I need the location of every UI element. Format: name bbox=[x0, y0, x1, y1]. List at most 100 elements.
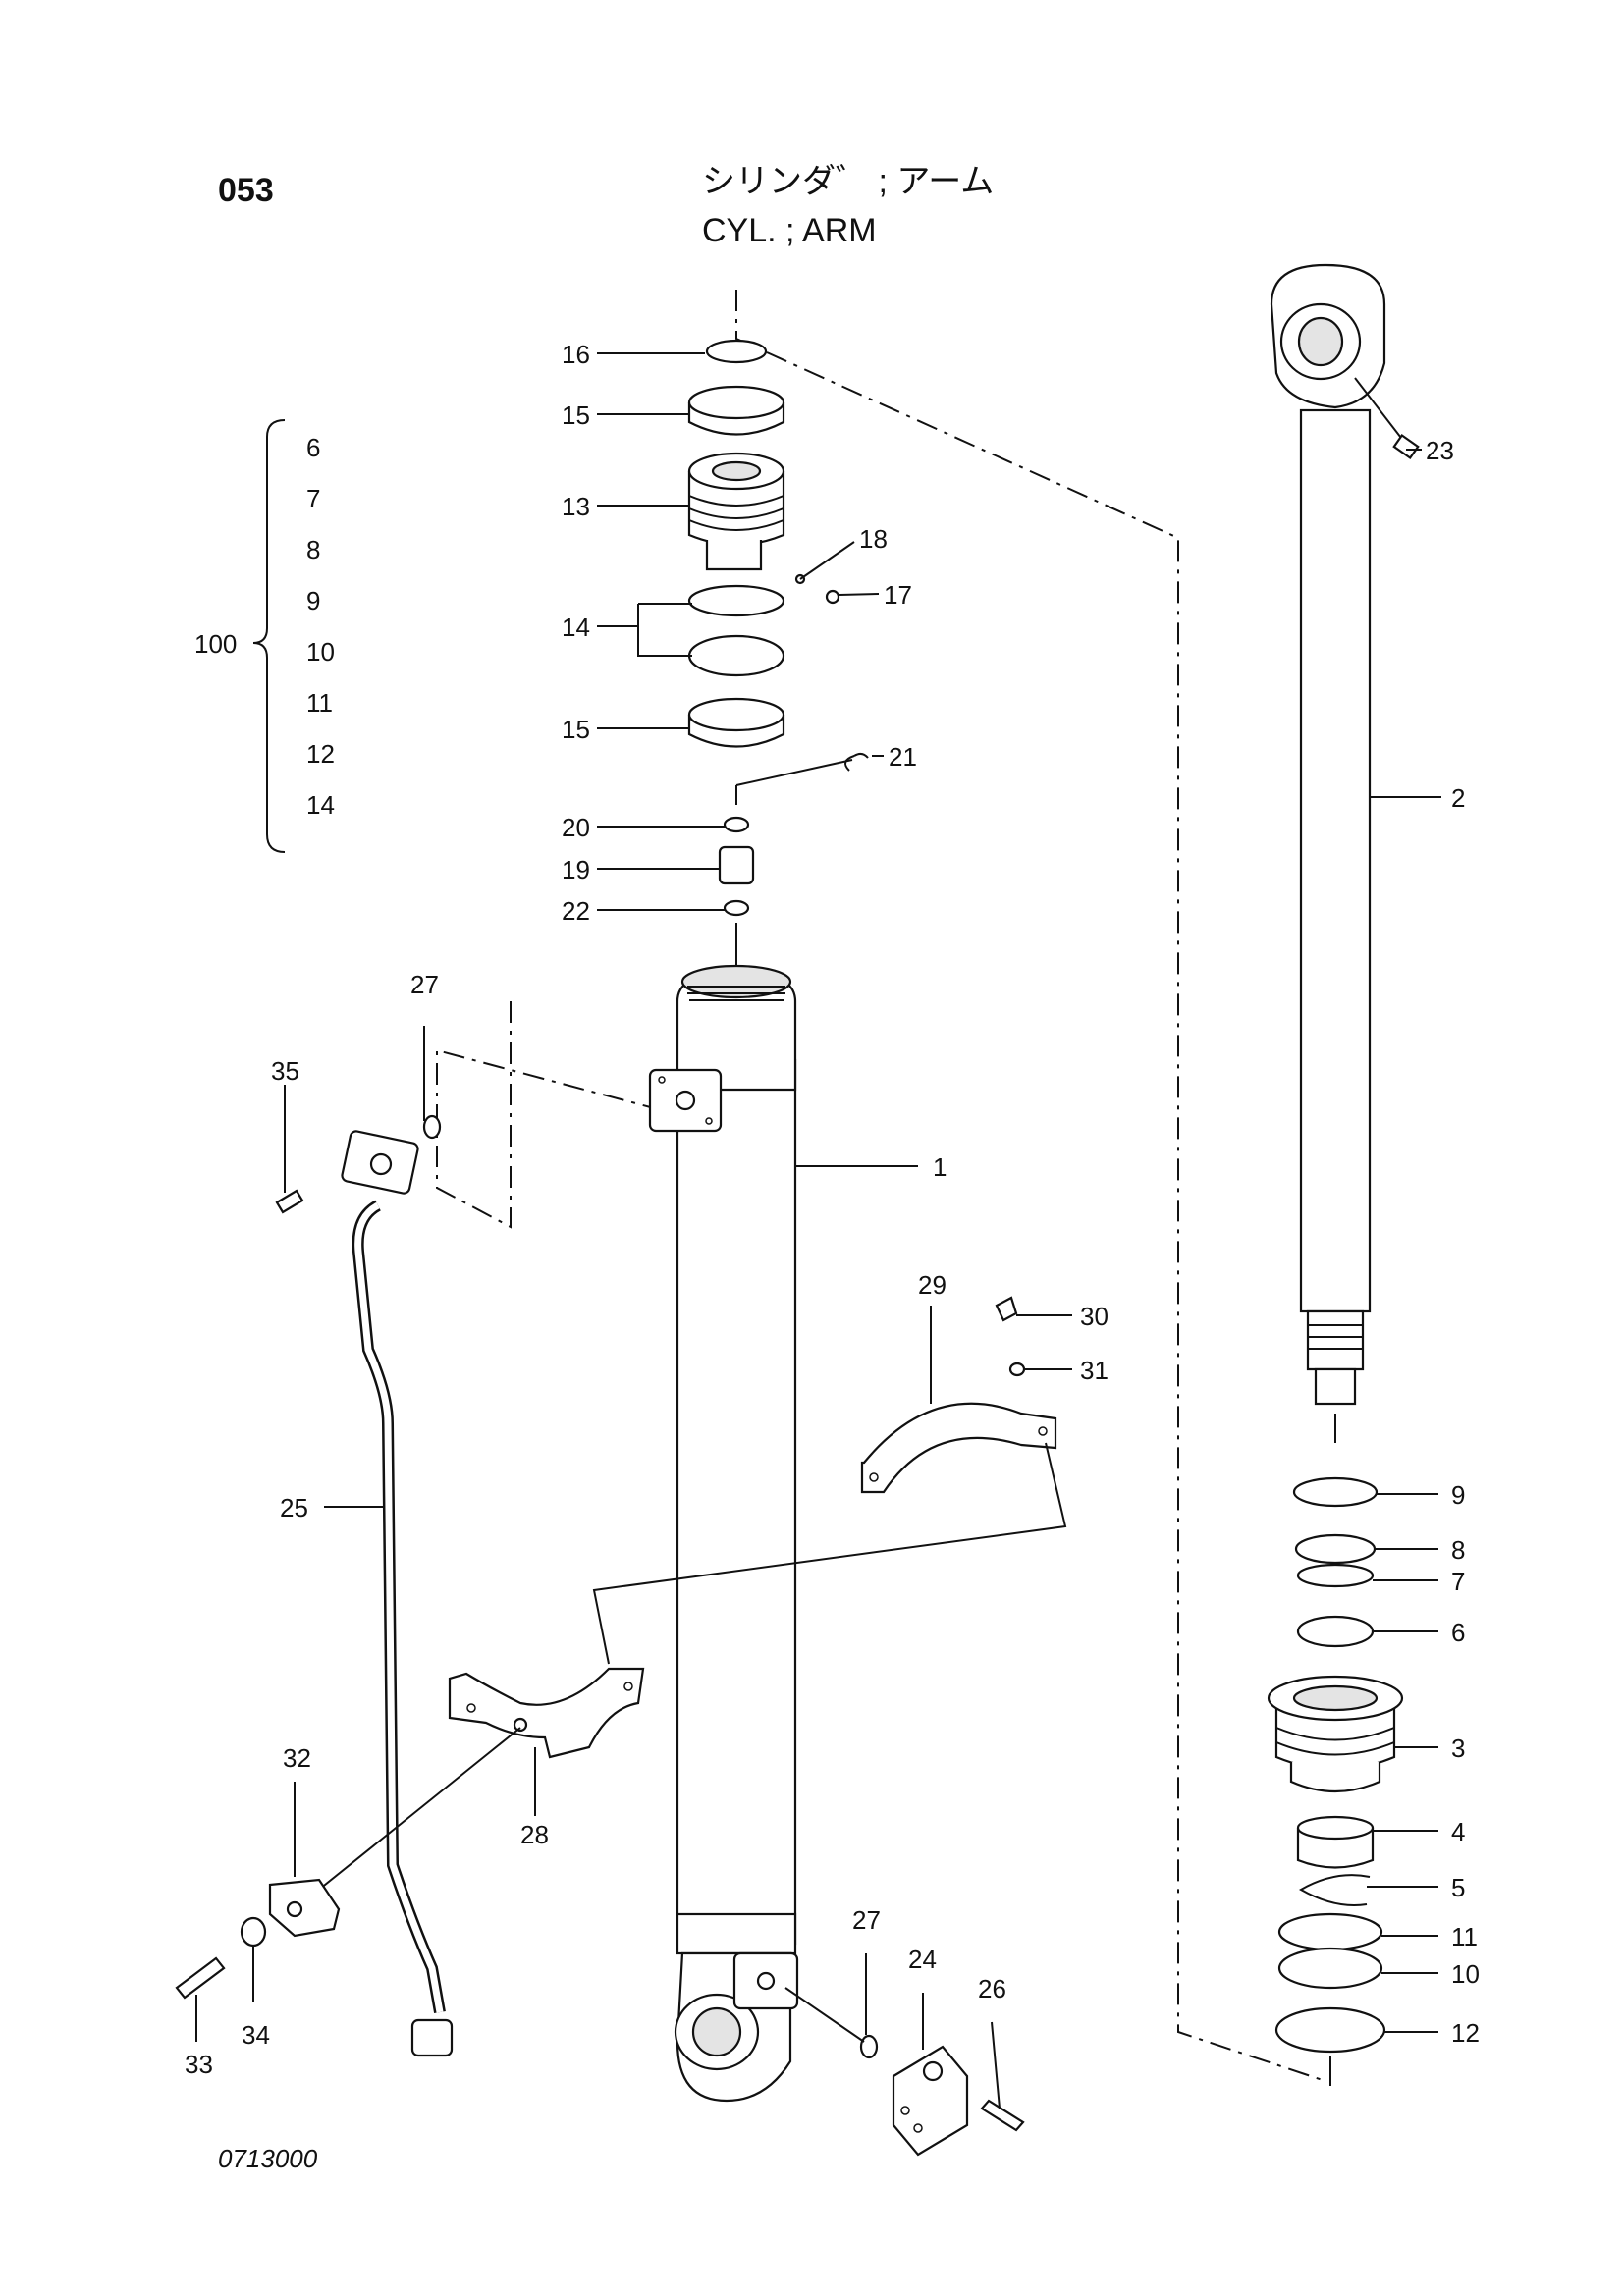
part-32-block bbox=[268, 1878, 341, 1938]
callout-15-upper: 15 bbox=[562, 400, 590, 430]
part-3-piston bbox=[1267, 1675, 1404, 1793]
kit-item-list: 6 7 8 9 10 11 12 14 bbox=[306, 433, 335, 820]
callout-22: 22 bbox=[562, 896, 590, 926]
callout-4: 4 bbox=[1451, 1817, 1465, 1846]
guide-21 bbox=[735, 759, 853, 805]
part-10-seal bbox=[1277, 1947, 1383, 1990]
part-7-ring bbox=[1296, 1563, 1375, 1588]
part-17-plug bbox=[825, 589, 840, 605]
pipe-assembly-guide-line bbox=[436, 1001, 659, 1229]
kit-item: 12 bbox=[306, 739, 335, 769]
callout-32: 32 bbox=[283, 1743, 311, 1773]
callout-27-lower: 27 bbox=[852, 1905, 881, 1935]
kit-item: 11 bbox=[306, 688, 333, 718]
kit-item: 7 bbox=[306, 484, 320, 513]
part-8-seal bbox=[1294, 1533, 1377, 1565]
callout-15-lower: 15 bbox=[562, 715, 590, 744]
barrel-port-flange-top bbox=[648, 1068, 723, 1133]
callout-20: 20 bbox=[562, 813, 590, 842]
part-5-snap-ring bbox=[1298, 1874, 1371, 1906]
part-24-block bbox=[892, 2045, 969, 2157]
callout-2: 2 bbox=[1451, 783, 1465, 813]
part-22-ring bbox=[723, 899, 750, 917]
kit-item: 14 bbox=[306, 790, 335, 820]
callout-33: 33 bbox=[185, 2050, 213, 2079]
barrel-port-flange-bottom bbox=[732, 1951, 799, 2010]
part-28-clamp bbox=[448, 1667, 645, 1759]
part-35-bolt bbox=[275, 1189, 304, 1214]
part-31-washer bbox=[1008, 1362, 1026, 1377]
kit-item: 9 bbox=[306, 586, 320, 615]
callout-35: 35 bbox=[271, 1056, 299, 1086]
part-20-ring bbox=[723, 816, 750, 833]
callout-30: 30 bbox=[1080, 1302, 1109, 1331]
piston-rod bbox=[1270, 263, 1386, 1443]
kit-label: 100 bbox=[194, 629, 237, 659]
part-21-snap-ring bbox=[844, 752, 869, 772]
part-13-rod-cover bbox=[687, 452, 785, 571]
callout-27-upper: 27 bbox=[410, 970, 439, 999]
part-15-upper-ring bbox=[687, 385, 785, 436]
callout-17: 17 bbox=[884, 580, 912, 610]
callout-5: 5 bbox=[1451, 1873, 1465, 1902]
part-27-upper-o-ring bbox=[422, 1114, 442, 1140]
part-15-lower-ring bbox=[687, 697, 785, 748]
part-16-ring bbox=[705, 339, 768, 364]
kit-brace bbox=[252, 419, 286, 853]
callout-28: 28 bbox=[520, 1820, 549, 1849]
part-pipe-flange-elbow bbox=[341, 1130, 419, 1195]
callout-26: 26 bbox=[978, 1974, 1006, 2003]
callout-31: 31 bbox=[1080, 1356, 1109, 1385]
title-english: CYL. ; ARM bbox=[702, 212, 877, 249]
guide-24 bbox=[784, 1987, 865, 2043]
callout-16: 16 bbox=[562, 340, 590, 369]
callout-10: 10 bbox=[1451, 1959, 1480, 1989]
callout-21: 21 bbox=[889, 742, 917, 772]
kit-item: 6 bbox=[306, 433, 320, 462]
leader-lines bbox=[195, 352, 1441, 2109]
part-6-ring bbox=[1296, 1615, 1375, 1648]
callout-13: 13 bbox=[562, 492, 590, 521]
rod-assembly-guide-line bbox=[735, 290, 1326, 2082]
callout-19: 19 bbox=[562, 855, 590, 884]
part-29-clamp bbox=[860, 1402, 1057, 1494]
part-30-bolt bbox=[995, 1296, 1018, 1322]
callout-3: 3 bbox=[1451, 1734, 1465, 1763]
callout-9: 9 bbox=[1451, 1480, 1465, 1510]
part-12-o-ring bbox=[1274, 2006, 1386, 2054]
callout-1: 1 bbox=[933, 1152, 947, 1182]
cylinder-barrel bbox=[674, 964, 797, 2103]
callout-24: 24 bbox=[908, 1945, 937, 1974]
drawing-code: 0713000 bbox=[218, 2144, 318, 2173]
part-33-bolt bbox=[175, 1956, 226, 2000]
callout-18: 18 bbox=[859, 524, 888, 554]
part-19-bushing bbox=[718, 845, 755, 885]
part-23-grease-fitting bbox=[1354, 377, 1420, 460]
callout-12: 12 bbox=[1451, 2018, 1480, 2048]
part-25-pipe bbox=[352, 1200, 454, 2057]
callout-25: 25 bbox=[280, 1493, 308, 1522]
guide-clamps bbox=[592, 1442, 1067, 1665]
callout-labels: 16 15 13 14 15 20 19 22 18 17 21 1 2 23 … bbox=[185, 340, 1480, 2079]
guide-28-32 bbox=[294, 1727, 521, 1910]
callout-11: 11 bbox=[1451, 1922, 1478, 1951]
part-14-backup-ring bbox=[687, 584, 785, 617]
callout-6: 6 bbox=[1451, 1618, 1465, 1647]
callout-7: 7 bbox=[1451, 1567, 1465, 1596]
part-26-bolt bbox=[980, 2099, 1025, 2132]
part-9-seal bbox=[1292, 1476, 1379, 1508]
kit-item: 10 bbox=[306, 637, 335, 667]
callout-8: 8 bbox=[1451, 1535, 1465, 1565]
part-4-bushing bbox=[1296, 1815, 1375, 1869]
callout-23: 23 bbox=[1426, 436, 1454, 465]
title-japanese: シリンダ゛ ; アーム bbox=[702, 163, 994, 200]
part-34-washer bbox=[240, 1916, 267, 1948]
part-14-o-ring bbox=[687, 634, 785, 677]
part-11-seal bbox=[1277, 1912, 1383, 1951]
callout-14: 14 bbox=[562, 613, 590, 642]
callout-29: 29 bbox=[918, 1270, 947, 1300]
callout-34: 34 bbox=[242, 2020, 270, 2050]
part-27-lower-o-ring bbox=[859, 2034, 879, 2059]
kit-item: 8 bbox=[306, 535, 320, 564]
